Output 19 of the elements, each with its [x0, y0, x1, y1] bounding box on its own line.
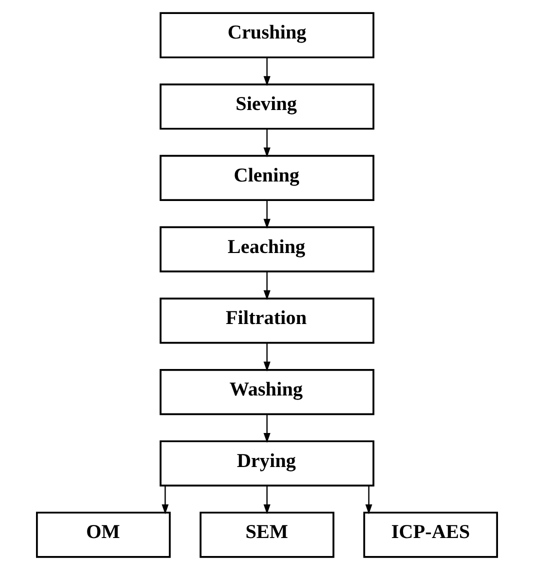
node-box: Drying	[160, 440, 374, 486]
arrow	[264, 57, 270, 86]
node-box: OM	[36, 512, 171, 558]
node-box: SEM	[200, 512, 334, 558]
node-box: Washing	[160, 368, 374, 416]
node-box: Leaching	[160, 226, 374, 272]
node-box: Clening	[160, 154, 374, 202]
arrow	[264, 414, 270, 443]
arrow	[264, 200, 270, 229]
node-box: Crushing	[160, 12, 374, 58]
arrow	[264, 486, 270, 514]
arrow	[264, 128, 270, 158]
node-box: Sieving	[160, 84, 374, 130]
arrow	[264, 272, 270, 300]
node-box: ICP-AES	[363, 512, 498, 558]
arrow	[264, 342, 270, 372]
arrow	[162, 486, 169, 514]
arrow	[365, 486, 372, 514]
node-box: Filtration	[160, 298, 374, 344]
